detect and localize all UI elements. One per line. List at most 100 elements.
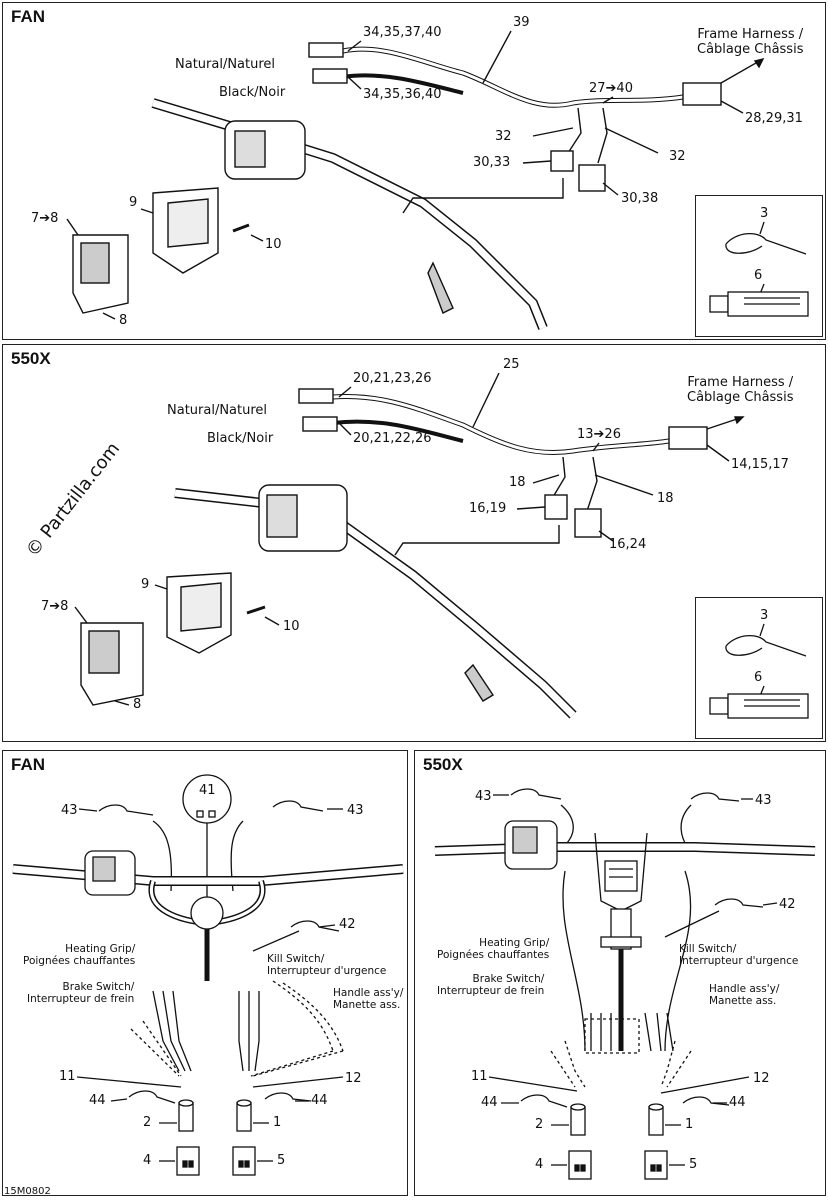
frame-harness-line2: Câblage Châssis bbox=[697, 42, 804, 57]
brake-switch-label: Brake Switch/ Interrupteur de frein bbox=[27, 981, 134, 1005]
brake-switch-line1: Brake Switch/ bbox=[62, 981, 135, 993]
part-8-label: 8 bbox=[119, 313, 128, 328]
heating-grip-line2: Poignées chauffantes bbox=[437, 949, 550, 961]
part-3-label: 3 bbox=[760, 608, 769, 623]
frame-harness-label: Frame Harness / Câblage Châssis bbox=[687, 375, 793, 405]
kill-switch-label: Kill Switch/ Interrupteur d'urgence bbox=[267, 953, 386, 977]
brake-switch-line2: Interrupteur de frein bbox=[437, 985, 545, 997]
frame-harness-line2: Câblage Châssis bbox=[687, 390, 794, 405]
part-25-label: 25 bbox=[503, 357, 520, 372]
part-20a-label: 20,21,23,26 bbox=[353, 371, 432, 386]
natural-label: Natural/Naturel bbox=[167, 403, 268, 418]
panel-title: FAN bbox=[11, 7, 45, 26]
part-8-label: 8 bbox=[133, 697, 142, 712]
brake-switch-line1: Brake Switch/ bbox=[472, 973, 545, 985]
panel-550x-top: 550X bbox=[2, 344, 826, 742]
handle-assy-line2: Manette ass. bbox=[333, 999, 401, 1011]
part-16-19-label: 16,19 bbox=[469, 501, 507, 516]
heating-grip-line1: Heating Grip/ bbox=[479, 937, 550, 949]
part-28-label: 28,29,31 bbox=[745, 111, 803, 126]
part-7-label: 7➔8 bbox=[31, 211, 59, 226]
heating-grip-line2: Poignées chauffantes bbox=[23, 955, 136, 967]
brake-switch-line2: Interrupteur de frein bbox=[27, 993, 135, 1005]
part-5-label: 5 bbox=[689, 1157, 698, 1172]
part-4-label: 4 bbox=[535, 1157, 544, 1172]
kill-switch-line2: Interrupteur d'urgence bbox=[267, 965, 387, 977]
550x-handlebar-drawing bbox=[74, 372, 745, 719]
part-5-label: 5 bbox=[277, 1153, 286, 1168]
natural-label: Natural/Naturel bbox=[175, 57, 276, 72]
part-4-label: 4 bbox=[143, 1153, 152, 1168]
kill-switch-line2: Interrupteur d'urgence bbox=[679, 955, 799, 967]
handle-assy-line1: Handle ass'y/ bbox=[709, 983, 780, 995]
panel-title: 550X bbox=[423, 755, 463, 774]
part-20b-label: 20,21,22,26 bbox=[353, 431, 432, 446]
part-2-label: 2 bbox=[143, 1115, 152, 1130]
part-42-label: 42 bbox=[339, 917, 356, 932]
heating-grip-label: Heating Grip/ Poignées chauffantes bbox=[437, 937, 549, 961]
part-27-label: 27➔40 bbox=[589, 81, 633, 96]
handle-assy-line2: Manette ass. bbox=[709, 995, 777, 1007]
handle-assy-line1: Handle ass'y/ bbox=[333, 987, 404, 999]
part-32a-label: 32 bbox=[495, 129, 512, 144]
accessory-inset: 3 6 bbox=[695, 597, 823, 739]
part-1-label: 1 bbox=[685, 1117, 694, 1132]
handle-assy-label: Handle ass'y/ Manette ass. bbox=[709, 983, 779, 1007]
brake-switch-label: Brake Switch/ Interrupteur de frein bbox=[437, 973, 544, 997]
frame-harness-label: Frame Harness / Câblage Châssis bbox=[697, 27, 803, 57]
part-7-label: 7➔8 bbox=[41, 599, 69, 614]
kill-switch-line1: Kill Switch/ bbox=[267, 953, 325, 965]
part-6-label: 6 bbox=[754, 268, 763, 283]
panel-title: 550X bbox=[11, 349, 51, 368]
kill-switch-line1: Kill Switch/ bbox=[679, 943, 737, 955]
part-34-36-label: 34,35,36,40 bbox=[363, 87, 442, 102]
part-16-24-label: 16,24 bbox=[609, 537, 647, 552]
panel-550x-wiring: 550X bbox=[414, 750, 826, 1196]
part-32b-label: 32 bbox=[669, 149, 686, 164]
part-44a-label: 44 bbox=[481, 1095, 498, 1110]
550x-wiring-drawing bbox=[434, 788, 816, 1180]
part-11-label: 11 bbox=[471, 1069, 488, 1084]
part-18a-label: 18 bbox=[509, 475, 526, 490]
panel-fan-wiring: FAN bbox=[2, 750, 408, 1196]
black-label: Black/Noir bbox=[207, 431, 274, 446]
kill-switch-label: Kill Switch/ Interrupteur d'urgence bbox=[679, 943, 798, 967]
accessory-inset: 3 6 bbox=[695, 195, 823, 337]
frame-harness-line1: Frame Harness / bbox=[697, 27, 804, 42]
part-9-label: 9 bbox=[141, 577, 150, 592]
part-11-label: 11 bbox=[59, 1069, 76, 1084]
part-43b-label: 43 bbox=[347, 803, 364, 818]
part-44b-label: 44 bbox=[729, 1095, 746, 1110]
part-43b-label: 43 bbox=[755, 793, 772, 808]
part-12-label: 12 bbox=[753, 1071, 770, 1086]
part-14-label: 14,15,17 bbox=[731, 457, 789, 472]
part-12-label: 12 bbox=[345, 1071, 362, 1086]
part-2-label: 2 bbox=[535, 1117, 544, 1132]
part-43a-label: 43 bbox=[61, 803, 78, 818]
frame-harness-line1: Frame Harness / bbox=[687, 375, 794, 390]
drawing-code: 15M0802 bbox=[4, 1186, 51, 1197]
part-30-33-label: 30,33 bbox=[473, 155, 511, 170]
part-41-label: 41 bbox=[199, 783, 216, 798]
part-10-label: 10 bbox=[283, 619, 300, 634]
part-44a-label: 44 bbox=[89, 1093, 106, 1108]
fan-handlebar-drawing bbox=[66, 30, 765, 330]
part-10-label: 10 bbox=[265, 237, 282, 252]
part-3-label: 3 bbox=[760, 206, 769, 221]
part-43a-label: 43 bbox=[475, 789, 492, 804]
part-44b-label: 44 bbox=[311, 1093, 328, 1108]
part-39-label: 39 bbox=[513, 15, 530, 30]
black-label: Black/Noir bbox=[219, 85, 286, 100]
heating-grip-line1: Heating Grip/ bbox=[65, 943, 136, 955]
part-13-label: 13➔26 bbox=[577, 427, 621, 442]
part-18b-label: 18 bbox=[657, 491, 674, 506]
part-42-label: 42 bbox=[779, 897, 796, 912]
fan-wiring-drawing bbox=[12, 774, 404, 1176]
heating-grip-label: Heating Grip/ Poignées chauffantes bbox=[23, 943, 135, 967]
panel-fan-top: FAN bbox=[2, 2, 826, 340]
panel-title: FAN bbox=[11, 755, 45, 774]
handle-assy-label: Handle ass'y/ Manette ass. bbox=[333, 987, 403, 1011]
accessory-inset-drawing bbox=[709, 221, 809, 317]
part-34-40-label: 34,35,37,40 bbox=[363, 25, 442, 40]
part-9-label: 9 bbox=[129, 195, 138, 210]
